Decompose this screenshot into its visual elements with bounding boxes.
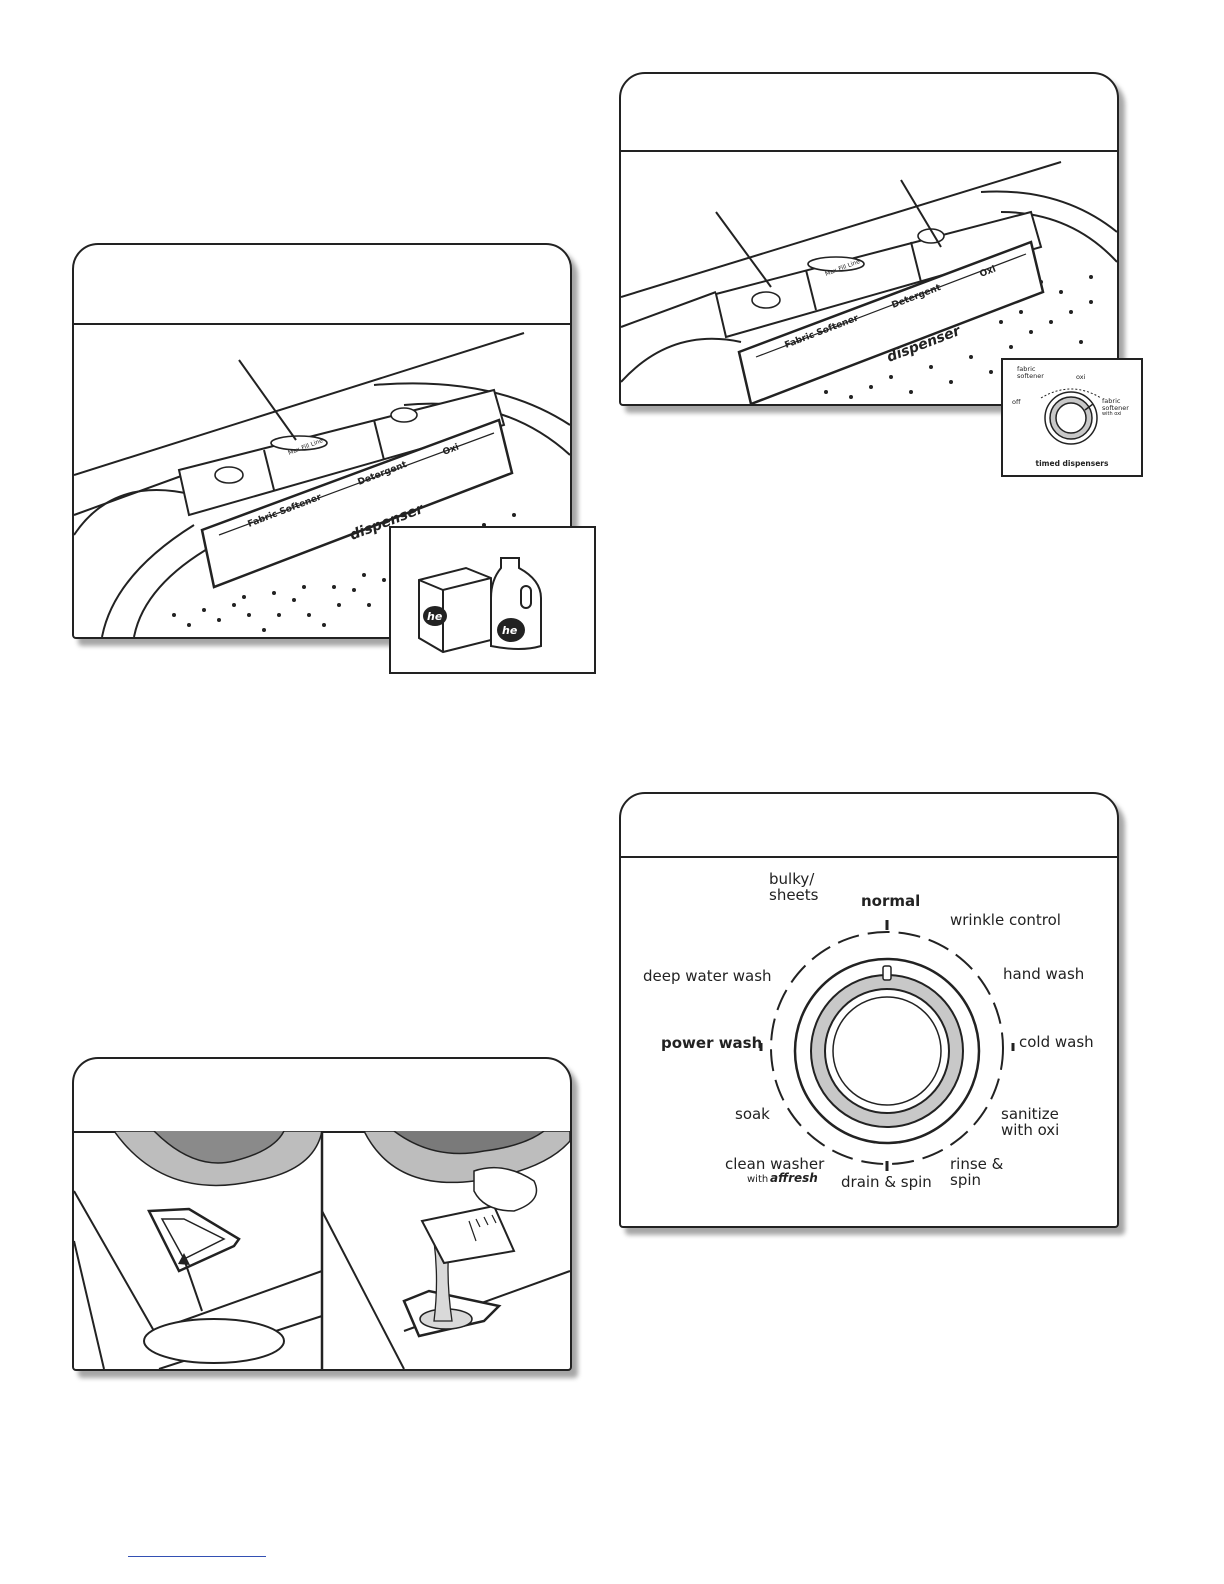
- cycle-bulky-sheets[interactable]: bulky/ sheets: [769, 870, 819, 904]
- timed-label-with-oxi: with oxi: [1102, 411, 1122, 417]
- dispenser-illustration-panel-b: Fabric Softener Detergent Oxi dispenser …: [619, 72, 1119, 406]
- dispenser-fill-illustration: [74, 1131, 570, 1369]
- timed-label-fabric-softener-with-oxi: fabric softener: [1102, 397, 1129, 412]
- cycle-normal[interactable]: normal: [861, 892, 921, 910]
- timed-dispenser-knob: [1040, 388, 1102, 445]
- cycle-clean-washer-with: with: [747, 1174, 769, 1185]
- cycle-sanitize-with-oxi[interactable]: sanitize with oxi: [1001, 1105, 1060, 1139]
- timed-label-oxi: oxi: [1076, 373, 1086, 381]
- he-logo-box: he: [427, 610, 443, 623]
- panel-header: [74, 1059, 570, 1133]
- he-detergent-inset: he he: [389, 526, 596, 674]
- timed-label-off: off: [1012, 398, 1021, 406]
- cycle-deep-water-wash[interactable]: deep water wash: [643, 967, 772, 985]
- panel-header: [74, 245, 570, 325]
- timed-dispensers-caption: timed dispensers: [1035, 459, 1109, 468]
- cycle-soak[interactable]: soak: [735, 1105, 770, 1123]
- cycle-hand-wash[interactable]: hand wash: [1003, 965, 1085, 983]
- timed-label-fabric-softener: fabric softener: [1017, 365, 1044, 380]
- dispenser-illustration-panel-a: Fabric Softener Detergent Oxi dispenser …: [72, 243, 572, 639]
- panel-header: [621, 794, 1117, 858]
- he-products-illustration: he he: [418, 557, 542, 654]
- detergent-fill-panel: [72, 1057, 572, 1371]
- dial-pointer-icon: [882, 965, 892, 981]
- cycle-rinse-spin[interactable]: rinse & spin: [950, 1155, 1004, 1189]
- cycle-power-wash[interactable]: power wash: [661, 1034, 763, 1052]
- cycle-wrinkle-control[interactable]: wrinkle control: [950, 911, 1061, 929]
- cycle-selector-panel: bulky/ sheets normal wrinkle control dee…: [619, 792, 1119, 1228]
- dispenser-drawer-illustration: Fabric Softener Detergent Oxi dispenser …: [621, 161, 1117, 404]
- he-logo-bottle: he: [502, 624, 518, 637]
- footer-link-underline[interactable]: [128, 1556, 266, 1557]
- cycle-cold-wash[interactable]: cold wash: [1019, 1033, 1094, 1051]
- panel-header: [621, 74, 1117, 152]
- cycle-drain-spin[interactable]: drain & spin: [841, 1173, 932, 1191]
- cycle-clean-washer-affresh: affresh: [770, 1171, 818, 1185]
- timed-dispensers-inset: fabric softener oxi off fabric softener …: [1001, 358, 1143, 477]
- basket-holes: [824, 275, 1093, 399]
- dispenser-drawer-illustration: Fabric Softener Detergent Oxi dispenser …: [74, 332, 570, 637]
- cycle-dial[interactable]: [621, 858, 1117, 1226]
- cycle-clean-washer[interactable]: clean washer: [725, 1155, 825, 1173]
